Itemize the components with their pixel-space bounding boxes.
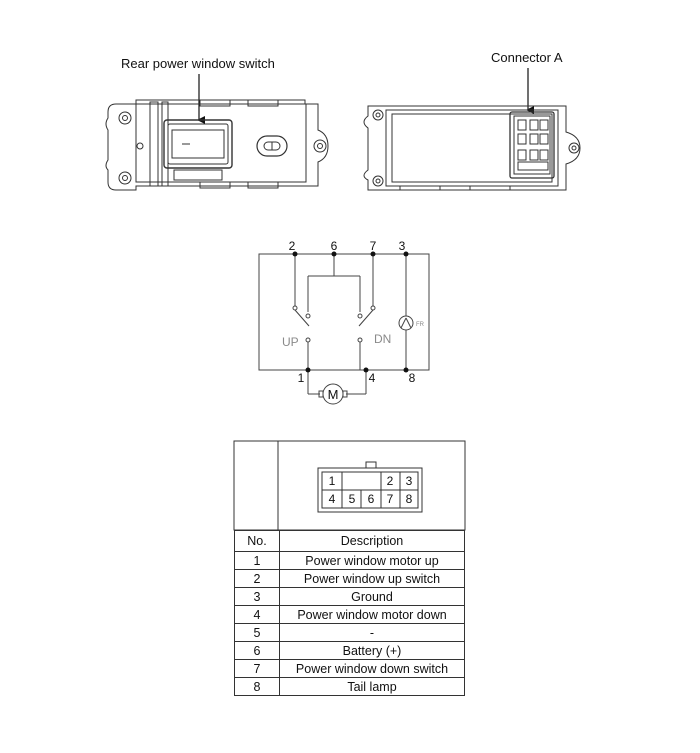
connector-pinout: 1 2 3 4 5 6 7 8 [233, 440, 466, 531]
column-header-description: Description [279, 530, 465, 552]
lamp-icon [398, 315, 414, 331]
row-no: 6 [234, 641, 280, 660]
connector-callout-label: Connector A [491, 50, 563, 65]
row-description: Tail lamp [279, 677, 465, 696]
row-no: 8 [234, 677, 280, 696]
table-row: 5- [234, 623, 465, 642]
row-description: Power window motor up [279, 551, 465, 570]
switch-outline [258, 253, 430, 371]
row-description: Ground [279, 587, 465, 606]
pin-label-4: 4 [369, 371, 376, 385]
connector-cell-6: 6 [368, 492, 375, 506]
connector-cell-3: 3 [406, 474, 413, 488]
row-description: Power window up switch [279, 569, 465, 588]
row-no: 2 [234, 569, 280, 588]
switch-front-view [105, 99, 329, 191]
row-no: 1 [234, 551, 280, 570]
circuit-diagram: 2 6 7 3 1 4 8 UP DN M FR [258, 239, 430, 405]
row-no: 7 [234, 659, 280, 678]
connector-cell-5: 5 [349, 492, 356, 506]
connector-cell-8: 8 [406, 492, 413, 506]
row-description: Power window down switch [279, 659, 465, 678]
row-description: - [279, 623, 465, 642]
pin-label-1: 1 [298, 371, 305, 385]
pin-label-2: 2 [289, 239, 296, 253]
row-no: 5 [234, 623, 280, 642]
row-no: 3 [234, 587, 280, 606]
connector-cell-4: 4 [329, 492, 336, 506]
connector-cell-2: 2 [387, 474, 394, 488]
down-label: DN [374, 332, 391, 346]
up-label: UP [282, 335, 299, 349]
row-description: Battery (+) [279, 641, 465, 660]
switch-callout-label: Rear power window switch [121, 56, 275, 71]
pin-label-7: 7 [370, 239, 377, 253]
pin-label-6: 6 [331, 239, 338, 253]
connector-cell-7: 7 [387, 492, 394, 506]
row-description: Power window motor down [279, 605, 465, 624]
row-no: 4 [234, 605, 280, 624]
table-header-row: No. Description [234, 530, 465, 552]
switch-rear-view [363, 105, 581, 191]
connector-cell-1: 1 [329, 474, 336, 488]
motor-label: M [328, 387, 339, 402]
column-header-no: No. [234, 530, 280, 552]
lamp-label: FR [416, 322, 425, 328]
pin-label-3: 3 [399, 239, 406, 253]
pin-label-8: 8 [409, 371, 416, 385]
